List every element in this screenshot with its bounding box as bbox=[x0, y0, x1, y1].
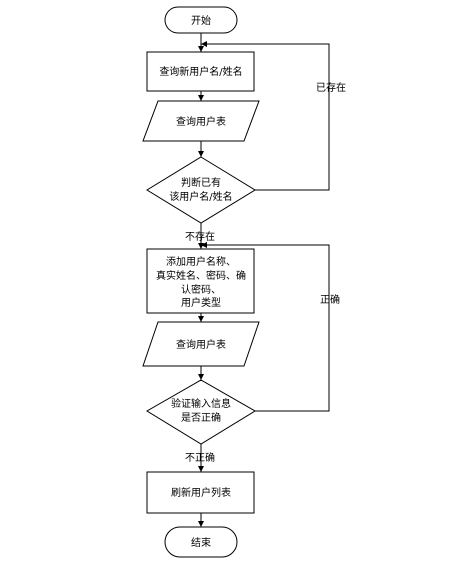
edge-label-not-exists: 不存在 bbox=[185, 230, 215, 243]
edge-label-incorrect: 不正确 bbox=[185, 451, 215, 464]
add-user-label-line3: 认密码、 bbox=[181, 283, 221, 296]
edge-verify-correct-loop bbox=[201, 242, 330, 412]
connectors bbox=[198, 33, 330, 527]
verify-label-line2: 是否正确 bbox=[181, 411, 221, 424]
start-node: 开始 bbox=[164, 6, 238, 34]
refresh-list-label: 刷新用户列表 bbox=[171, 486, 231, 499]
add-user-label-line2: 真实姓名、密码、确 bbox=[156, 269, 246, 282]
add-user-label-line4: 用户类型 bbox=[181, 296, 221, 309]
query-new-user-label: 查询新用户名/姓名 bbox=[159, 65, 242, 78]
edge-judge-exists-loop bbox=[201, 41, 330, 191]
add-user-node: 添加用户名称、 真实姓名、密码、确 认密码、 用户类型 bbox=[146, 248, 255, 314]
edge-label-exists: 已存在 bbox=[316, 81, 346, 94]
query-user-table-2-node: 查询用户表 bbox=[142, 321, 260, 367]
judge-exists-node: 判断已有 该用户名/姓名 bbox=[146, 156, 256, 224]
end-node: 结束 bbox=[164, 526, 238, 558]
judge-exists-label-line1: 判断已有 bbox=[181, 176, 221, 189]
add-user-label-line1: 添加用户名称、 bbox=[166, 255, 236, 268]
query-user-table-1-node: 查询用户表 bbox=[142, 100, 260, 142]
verify-node: 验证输入信息 是否正确 bbox=[146, 379, 256, 445]
edge-label-correct: 正确 bbox=[320, 293, 340, 306]
query-user-table-2-label: 查询用户表 bbox=[176, 338, 226, 351]
judge-exists-label-line2: 该用户名/姓名 bbox=[169, 190, 232, 203]
query-user-table-1-label: 查询用户表 bbox=[176, 115, 226, 128]
query-new-user-node: 查询新用户名/姓名 bbox=[146, 51, 255, 92]
refresh-list-node: 刷新用户列表 bbox=[146, 471, 255, 514]
verify-label-line1: 验证输入信息 bbox=[171, 397, 231, 410]
end-label: 结束 bbox=[191, 536, 211, 549]
start-label: 开始 bbox=[191, 14, 211, 27]
